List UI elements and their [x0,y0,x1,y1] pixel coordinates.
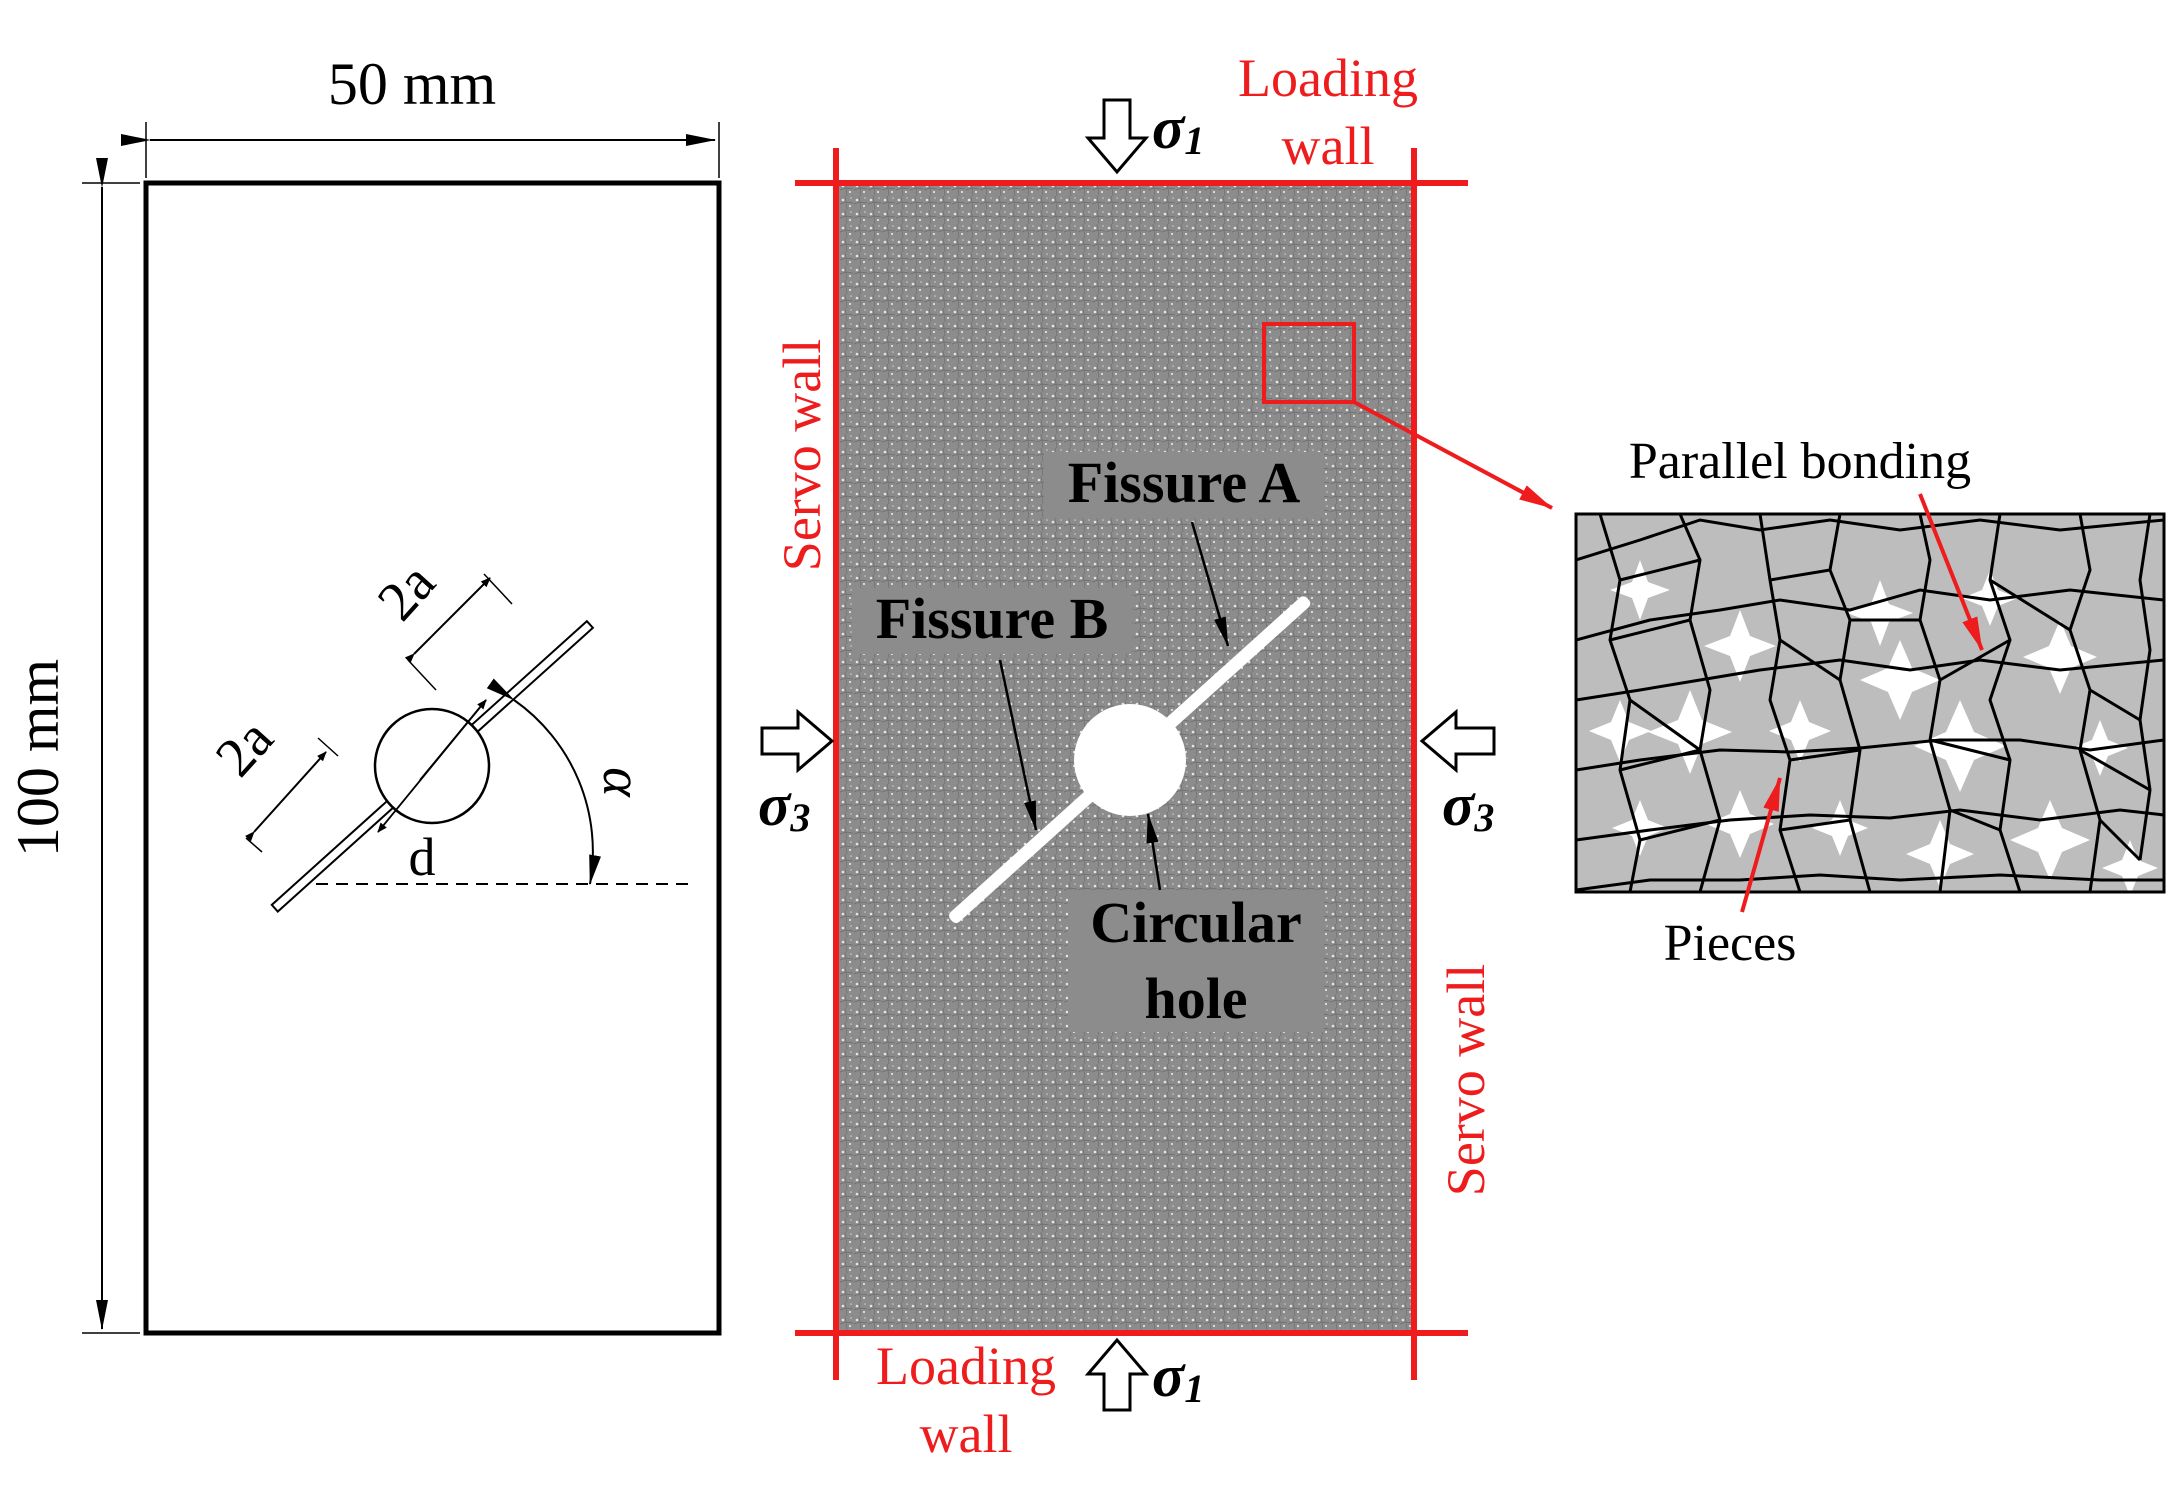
schematic-panel: 50 mm 100 mm d α 2a 2a [5,51,722,1336]
angle-label: α [591,767,653,798]
circular-hole-pointer [1146,813,1162,891]
pieces-label: Pieces [1664,915,1797,972]
zoom-region-box [1262,322,1356,404]
fissure-b-pointer [998,659,1038,831]
bottom-wall-label-line2: wall [920,1404,1013,1464]
height-label: 100 mm [5,659,71,857]
zoom-pointer [1353,400,1553,510]
detail-frame [1574,512,2166,894]
fissure-a-label: Fissure A [1068,450,1301,515]
parallel-bonding-label: Parallel bonding [1629,433,1971,490]
label-bg-circular-hole [1068,890,1324,1032]
label-bg-fissure-a [1044,452,1324,518]
sigma1-top-arrow [1084,98,1150,175]
numerical-model-panel: Loading wall Loading wall Servo wall Ser… [758,48,1553,1464]
bottom-wall-label-line1: Loading [876,1336,1056,1396]
lower-2a-ext2 [317,737,339,757]
sigma3-right-arrow [1419,708,1496,774]
upper-2a-ext1 [407,659,437,691]
lower-2a-label: 2a [204,707,286,788]
sigma1-top-label: σ1 [1152,95,1204,163]
upper-2a-label: 2a [366,551,448,632]
label-bg-fissure-b [852,588,1132,654]
parallel-bonding-pointer [1918,493,1984,651]
angle-arc [486,678,601,885]
detail-background [1576,514,2164,892]
upper-2a-dimension [404,577,491,664]
detail-particles [1576,514,2164,892]
sigma1-bottom-arrow [1084,1337,1150,1412]
top-wall-label-line2: wall [1282,116,1375,176]
lower-2a-ext1 [245,837,263,853]
sigma3-left-arrow [760,708,835,774]
top-wall-label-line1: Loading [1238,48,1418,108]
sigma3-right-label: σ3 [1442,772,1494,840]
specimen-outline [143,180,722,1336]
circular-hole-label-line1: Circular [1090,890,1302,955]
right-servo-wall-label: Servo wall [1436,964,1496,1196]
pieces-pointer [1740,777,1782,913]
detail-panel: Parallel bonding Pieces [1574,433,2166,972]
sigma3-left-label: σ3 [758,772,810,840]
lower-2a-dimension [245,751,327,842]
fissure-b-label: Fissure B [876,586,1109,651]
sigma1-bottom-label: σ1 [1152,1343,1204,1411]
fissure-a-pointer [1190,521,1230,647]
hole-diameter-arrow-up [419,699,487,781]
width-label: 50 mm [328,51,496,117]
left-servo-wall-label: Servo wall [772,339,832,571]
diameter-label: d [409,827,436,887]
model-circular-hole [1074,704,1186,816]
circular-hole-label-line2: hole [1144,966,1247,1031]
